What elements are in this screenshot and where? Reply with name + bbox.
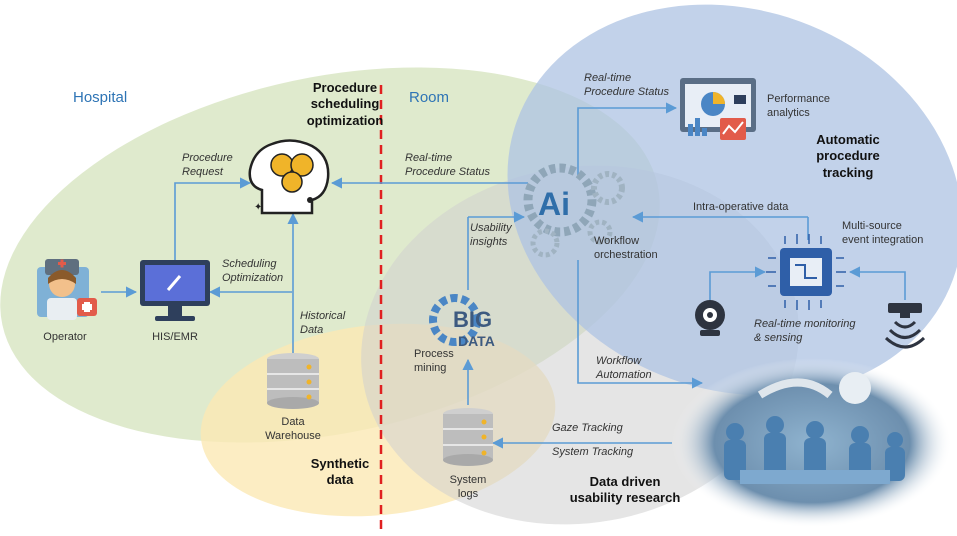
or-staff-figures	[724, 372, 905, 484]
scheduling-optimization-heading: Procedure scheduling optimization	[306, 80, 384, 128]
sensor-icon	[884, 303, 926, 349]
camera-to-integration-arrow	[709, 266, 767, 300]
usability-research-heading: Data driven usability research	[569, 474, 681, 506]
usability-insights-label: Usability insights	[470, 222, 512, 248]
realtime-status-top-arrow	[577, 102, 678, 175]
event-integration-chip-icon	[766, 234, 846, 310]
ai-text: Ai	[538, 186, 570, 222]
multi-source-integration-label: Multi-source event integration	[842, 220, 924, 246]
system-tracking-label: System Tracking	[552, 446, 634, 458]
workflow-automation-arrow	[577, 260, 704, 389]
automatic-tracking-heading: Automatic procedure tracking	[816, 132, 880, 180]
realtime-status-left-label: Real-time Procedure Status	[405, 152, 490, 178]
gaze-tracking-label: Gaze Tracking	[552, 422, 623, 434]
historical-data-label: Historical Data	[300, 310, 346, 336]
system-logs-label: System logs	[449, 474, 487, 500]
his-emr-icon	[140, 260, 210, 321]
performance-analytics-icon	[680, 78, 756, 140]
procedure-request-label: Procedure Request	[182, 152, 233, 178]
data-warehouse-icon	[267, 353, 319, 409]
sensor-to-integration-arrow	[848, 266, 906, 300]
ai-gears-icon: Ai	[523, 163, 625, 258]
workflow-orchestration-label: Workflow orchestration	[594, 235, 658, 261]
system-logs-icon	[443, 408, 493, 466]
performance-analytics-label: Performance analytics	[767, 93, 830, 119]
scheduling-optimization-label: Scheduling Optimization	[222, 258, 284, 284]
operator-icon	[37, 259, 97, 320]
brain-scheduling-icon: ✦	[248, 139, 330, 215]
realtime-monitoring-label: Real-time monitoring & sensing	[754, 318, 856, 344]
realtime-status-top-label: Real-time Procedure Status	[584, 72, 669, 98]
workflow-automation-label: Workflow Automation	[596, 355, 652, 381]
operator-label: Operator	[43, 331, 87, 343]
big-data-bottom-text: DATA	[458, 333, 495, 349]
his-emr-label: HIS/EMR	[152, 331, 198, 343]
synthetic-data-heading: Synthetic data	[310, 456, 370, 488]
room-label: Room	[409, 89, 450, 106]
room-region	[507, 4, 957, 396]
svg-text:✦: ✦	[254, 202, 262, 213]
intra-operative-data-label: Intra-operative data	[693, 201, 789, 213]
hospital-label: Hospital	[73, 89, 128, 106]
process-mining-label: Process mining	[414, 348, 454, 374]
procedure-request-arrow	[174, 177, 252, 262]
camera-icon	[695, 300, 725, 336]
big-data-icon: BIG DATA	[429, 294, 495, 349]
big-data-top-text: BIG	[453, 307, 492, 332]
data-warehouse-label: Data Warehouse	[265, 416, 321, 442]
